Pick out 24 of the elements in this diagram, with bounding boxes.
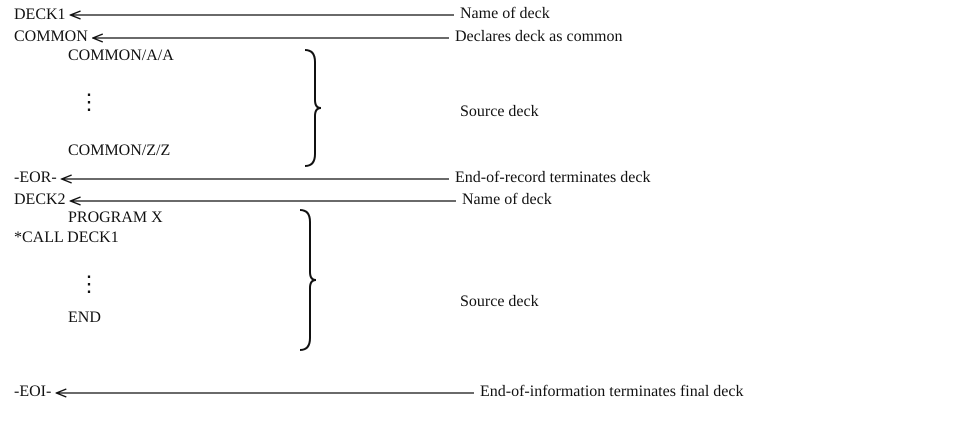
ellipsis: ⋮ xyxy=(78,272,100,296)
code-line: DECK2 xyxy=(14,191,66,209)
annotation-text: Name of deck xyxy=(460,5,550,23)
annotation-text: End-of-information terminates final deck xyxy=(480,383,744,401)
code-line: PROGRAM X xyxy=(68,209,163,227)
code-line: COMMON xyxy=(14,28,88,46)
arrow xyxy=(60,174,449,184)
arrow xyxy=(70,196,456,206)
code-line: COMMON/Z/Z xyxy=(68,142,170,160)
annotation-text: Declares deck as common xyxy=(455,28,622,46)
arrow xyxy=(70,10,454,20)
arrow xyxy=(92,33,449,43)
arrow xyxy=(56,388,474,398)
annotation-text: Name of deck xyxy=(462,191,552,209)
annotation-text: Source deck xyxy=(460,293,539,311)
code-line: END xyxy=(68,309,101,327)
annotation-text: Source deck xyxy=(460,103,539,121)
code-line: *CALL DECK1 xyxy=(14,229,119,247)
ellipsis: ⋮ xyxy=(78,90,100,114)
code-line: COMMON/A/A xyxy=(68,47,174,65)
code-line: -EOI- xyxy=(14,383,52,401)
annotation-text: End-of-record terminates deck xyxy=(455,169,650,187)
code-line: DECK1 xyxy=(14,6,66,24)
code-line: -EOR- xyxy=(14,169,57,187)
